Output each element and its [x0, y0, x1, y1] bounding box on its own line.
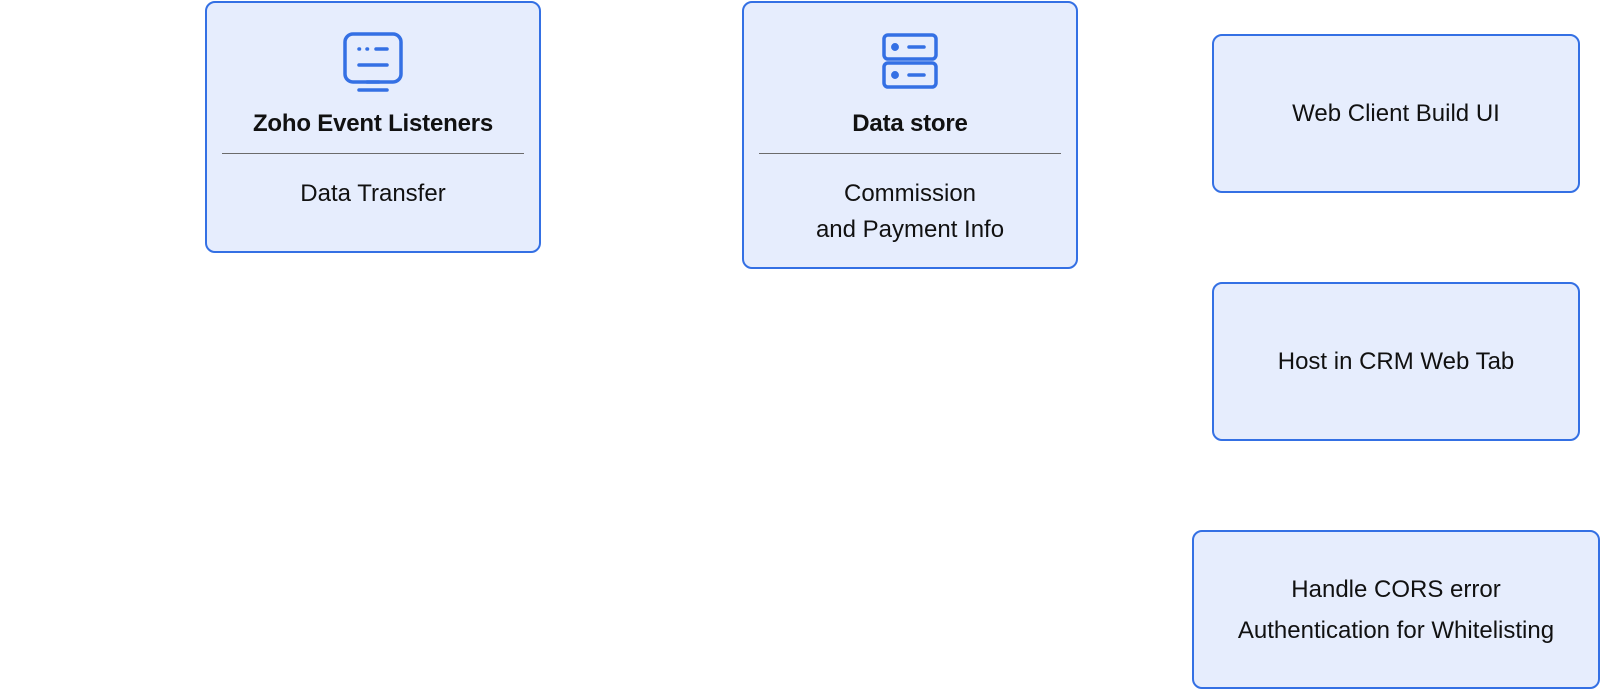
divider: [759, 153, 1061, 154]
card-subtitle: Commission and Payment Info: [816, 176, 1004, 248]
card-title: Data store: [852, 110, 968, 137]
subtitle-line: and Payment Info: [815, 216, 1005, 243]
subtitle-line: Commission: [843, 180, 977, 207]
web-client-build-ui-card: Web Client Build UI: [1212, 34, 1580, 193]
card-title: Zoho Event Listeners: [252, 110, 494, 137]
data-store-card: Data store Commission and Payment Info: [742, 1, 1078, 269]
card-label: Host in CRM Web Tab: [1277, 348, 1515, 375]
card-label-line: Handle CORS error: [1291, 575, 1501, 603]
server-icon: [882, 33, 938, 89]
divider: [222, 153, 524, 154]
card-subtitle: Data Transfer: [300, 180, 446, 207]
zoho-event-listeners-card: Zoho Event Listeners Data Transfer: [205, 1, 541, 253]
handle-cors-error-card: Handle CORS error Authentication for Whi…: [1192, 530, 1600, 689]
monitor-icon: [343, 32, 403, 92]
host-in-crm-web-tab-card: Host in CRM Web Tab: [1212, 282, 1580, 441]
card-label-line: Authentication for Whitelisting: [1237, 616, 1555, 644]
card-label: Web Client Build UI: [1292, 100, 1500, 127]
